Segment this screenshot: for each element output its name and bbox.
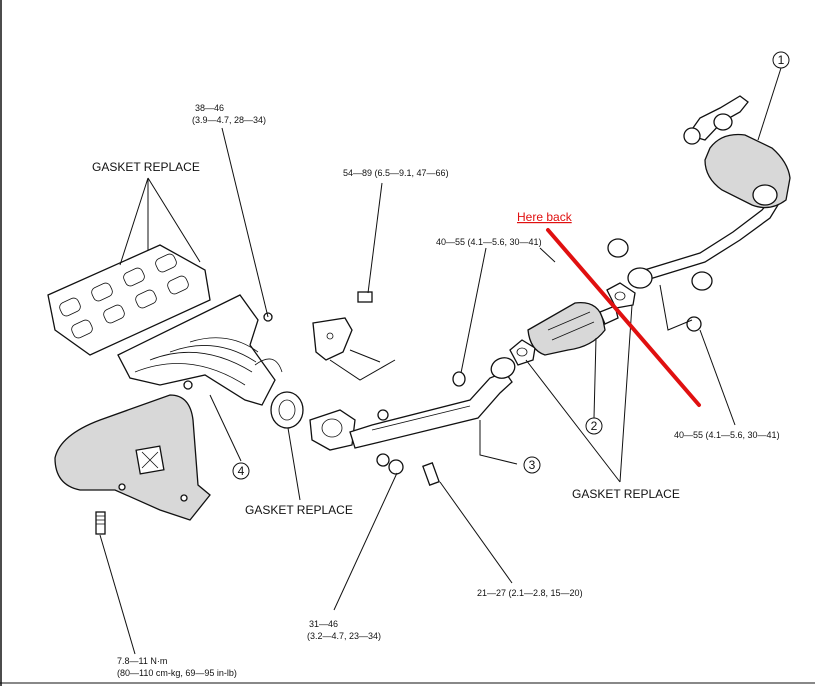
gasket-replace-manifold-label: GASKET REPLACE (92, 160, 200, 174)
callout-3: 3 (523, 456, 541, 474)
flange-nuts (376, 371, 466, 486)
front-pipe-gasket (270, 391, 304, 429)
callout-2-label: 2 (591, 419, 598, 433)
heat-shield-bolt (95, 511, 106, 535)
callout-3-label: 3 (529, 458, 536, 472)
heat-shield (54, 394, 211, 521)
gasket-replace-center-label: GASKET REPLACE (245, 503, 353, 517)
catalytic-converter (527, 301, 619, 356)
red-annotation: Here back (517, 210, 701, 407)
manifold-gasket (47, 244, 211, 356)
torque-label-right: 40—55 (4.1—5.6, 30—41) (674, 430, 780, 440)
torque-label-manifold-line2: (3.9—4.7, 28—34) (192, 115, 266, 125)
callout-2: 2 (585, 417, 603, 435)
annotation-line (546, 228, 701, 407)
converter-gaskets (509, 282, 636, 366)
front-pipe (309, 357, 516, 451)
callout-1: 1 (772, 51, 790, 69)
callout-1-label: 1 (778, 53, 785, 67)
torque-label-heat-shield-line1: 7.8—11 N·m (117, 656, 167, 666)
gasket-replace-converter-label: GASKET REPLACE (572, 487, 680, 501)
annotation-text: Here back (517, 210, 573, 224)
callout-4: 4 (232, 462, 250, 480)
torque-label-nut-line2: (3.2—4.7, 23—34) (307, 631, 381, 641)
exhaust-manifold (117, 294, 283, 406)
leader-lines (99, 67, 782, 655)
torque-label-nut-line1: 31—46 (309, 619, 338, 629)
muffler-assembly (607, 95, 791, 332)
torque-label-heat-shield-line2: (80—110 cm-kg, 69—95 in-lb) (117, 668, 237, 678)
torque-label-manifold-line1: 38—46 (195, 103, 224, 113)
pipe-bracket (312, 291, 373, 361)
callout-4-label: 4 (238, 464, 245, 478)
torque-label-pipe-flange: 40—55 (4.1—5.6, 30—41) (436, 237, 542, 247)
torque-label-bolt: 21—27 (2.1—2.8, 15—20) (477, 588, 583, 598)
torque-label-bracket: 54—89 (6.5—9.1, 47—66) (343, 168, 449, 178)
